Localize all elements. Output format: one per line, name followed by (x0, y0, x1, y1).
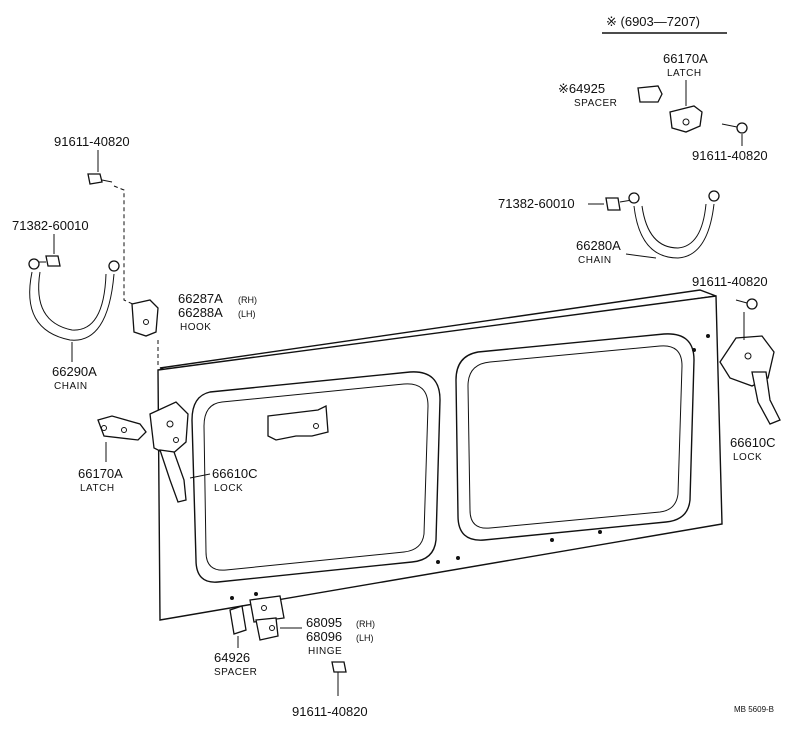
bolt-lock-right-part (735, 298, 758, 310)
spacer-bottom-part (229, 605, 247, 635)
latch-top-pn: 66170A (663, 51, 708, 66)
spacer-bottom-desc: SPACER (214, 667, 257, 678)
spacer-top-part (637, 85, 663, 103)
spacer-top-pn: ※64925 (558, 81, 605, 96)
hook-part (131, 299, 159, 337)
bolt-bottom-part (331, 661, 347, 696)
bolt-chain-right-part (605, 197, 633, 211)
bolt-chain-left-pn: 71382-60010 (12, 218, 89, 233)
bolt-top-left-part (87, 173, 113, 185)
latch-top-part (669, 105, 703, 133)
range-note: ※ (6903—7207) (606, 14, 700, 29)
latch-left-desc: LATCH (80, 483, 115, 494)
bolt-top-left-dashed-path (113, 185, 151, 313)
hinge-part (249, 595, 285, 641)
bolt-lock-right-pn: 91611-40820 (692, 274, 768, 289)
bolt-top-right-part (721, 122, 748, 134)
figure-ref: MB 5609-B (734, 705, 774, 714)
hook-lh-side: (LH) (238, 309, 256, 319)
hinge-desc: HINGE (308, 646, 342, 657)
hook-rh-pn: 66287A (178, 291, 223, 306)
chain-right-desc: CHAIN (578, 255, 612, 266)
hook-desc: HOOK (180, 322, 211, 333)
chain-left-part (28, 258, 120, 341)
latch-left-part (97, 415, 147, 441)
chain-right-leader (625, 253, 657, 259)
bolt-chain-right-pn: 71382-60010 (498, 196, 575, 211)
hook-lh-pn: 66288A (178, 305, 223, 320)
spacer-bottom-pn: 64926 (214, 650, 250, 665)
chain-right-pn: 66280A (576, 238, 621, 253)
lock-right-part (719, 312, 781, 425)
bolt-chain-left-part (38, 255, 61, 267)
chain-left-pn: 66290A (52, 364, 97, 379)
latch-top-desc: LATCH (667, 68, 702, 79)
lock-left-part (149, 401, 189, 503)
lock-right-pn: 66610C (730, 435, 776, 450)
lock-left-desc: LOCK (214, 483, 243, 494)
hinge-lh-pn: 68096 (306, 629, 342, 644)
hinge-lh-side: (LH) (356, 633, 374, 643)
lock-left-pn: 66610C (212, 466, 258, 481)
hinge-rh-pn: 68095 (306, 615, 342, 630)
hinge-rh-side: (RH) (356, 619, 375, 629)
spacer-top-desc: SPACER (574, 98, 617, 109)
chain-right-part (628, 190, 720, 259)
bolt-top-left-pn: 91611-40820 (54, 134, 130, 149)
lock-right-desc: LOCK (733, 452, 762, 463)
latch-left-pn: 66170A (78, 466, 123, 481)
chain-left-desc: CHAIN (54, 381, 88, 392)
tailgate-panel (157, 289, 723, 621)
lock-left-leader (189, 473, 211, 479)
hook-rh-side: (RH) (238, 295, 257, 305)
bolt-bottom-pn: 91611-40820 (292, 704, 368, 719)
bolt-top-right-pn: 91611-40820 (692, 148, 768, 163)
